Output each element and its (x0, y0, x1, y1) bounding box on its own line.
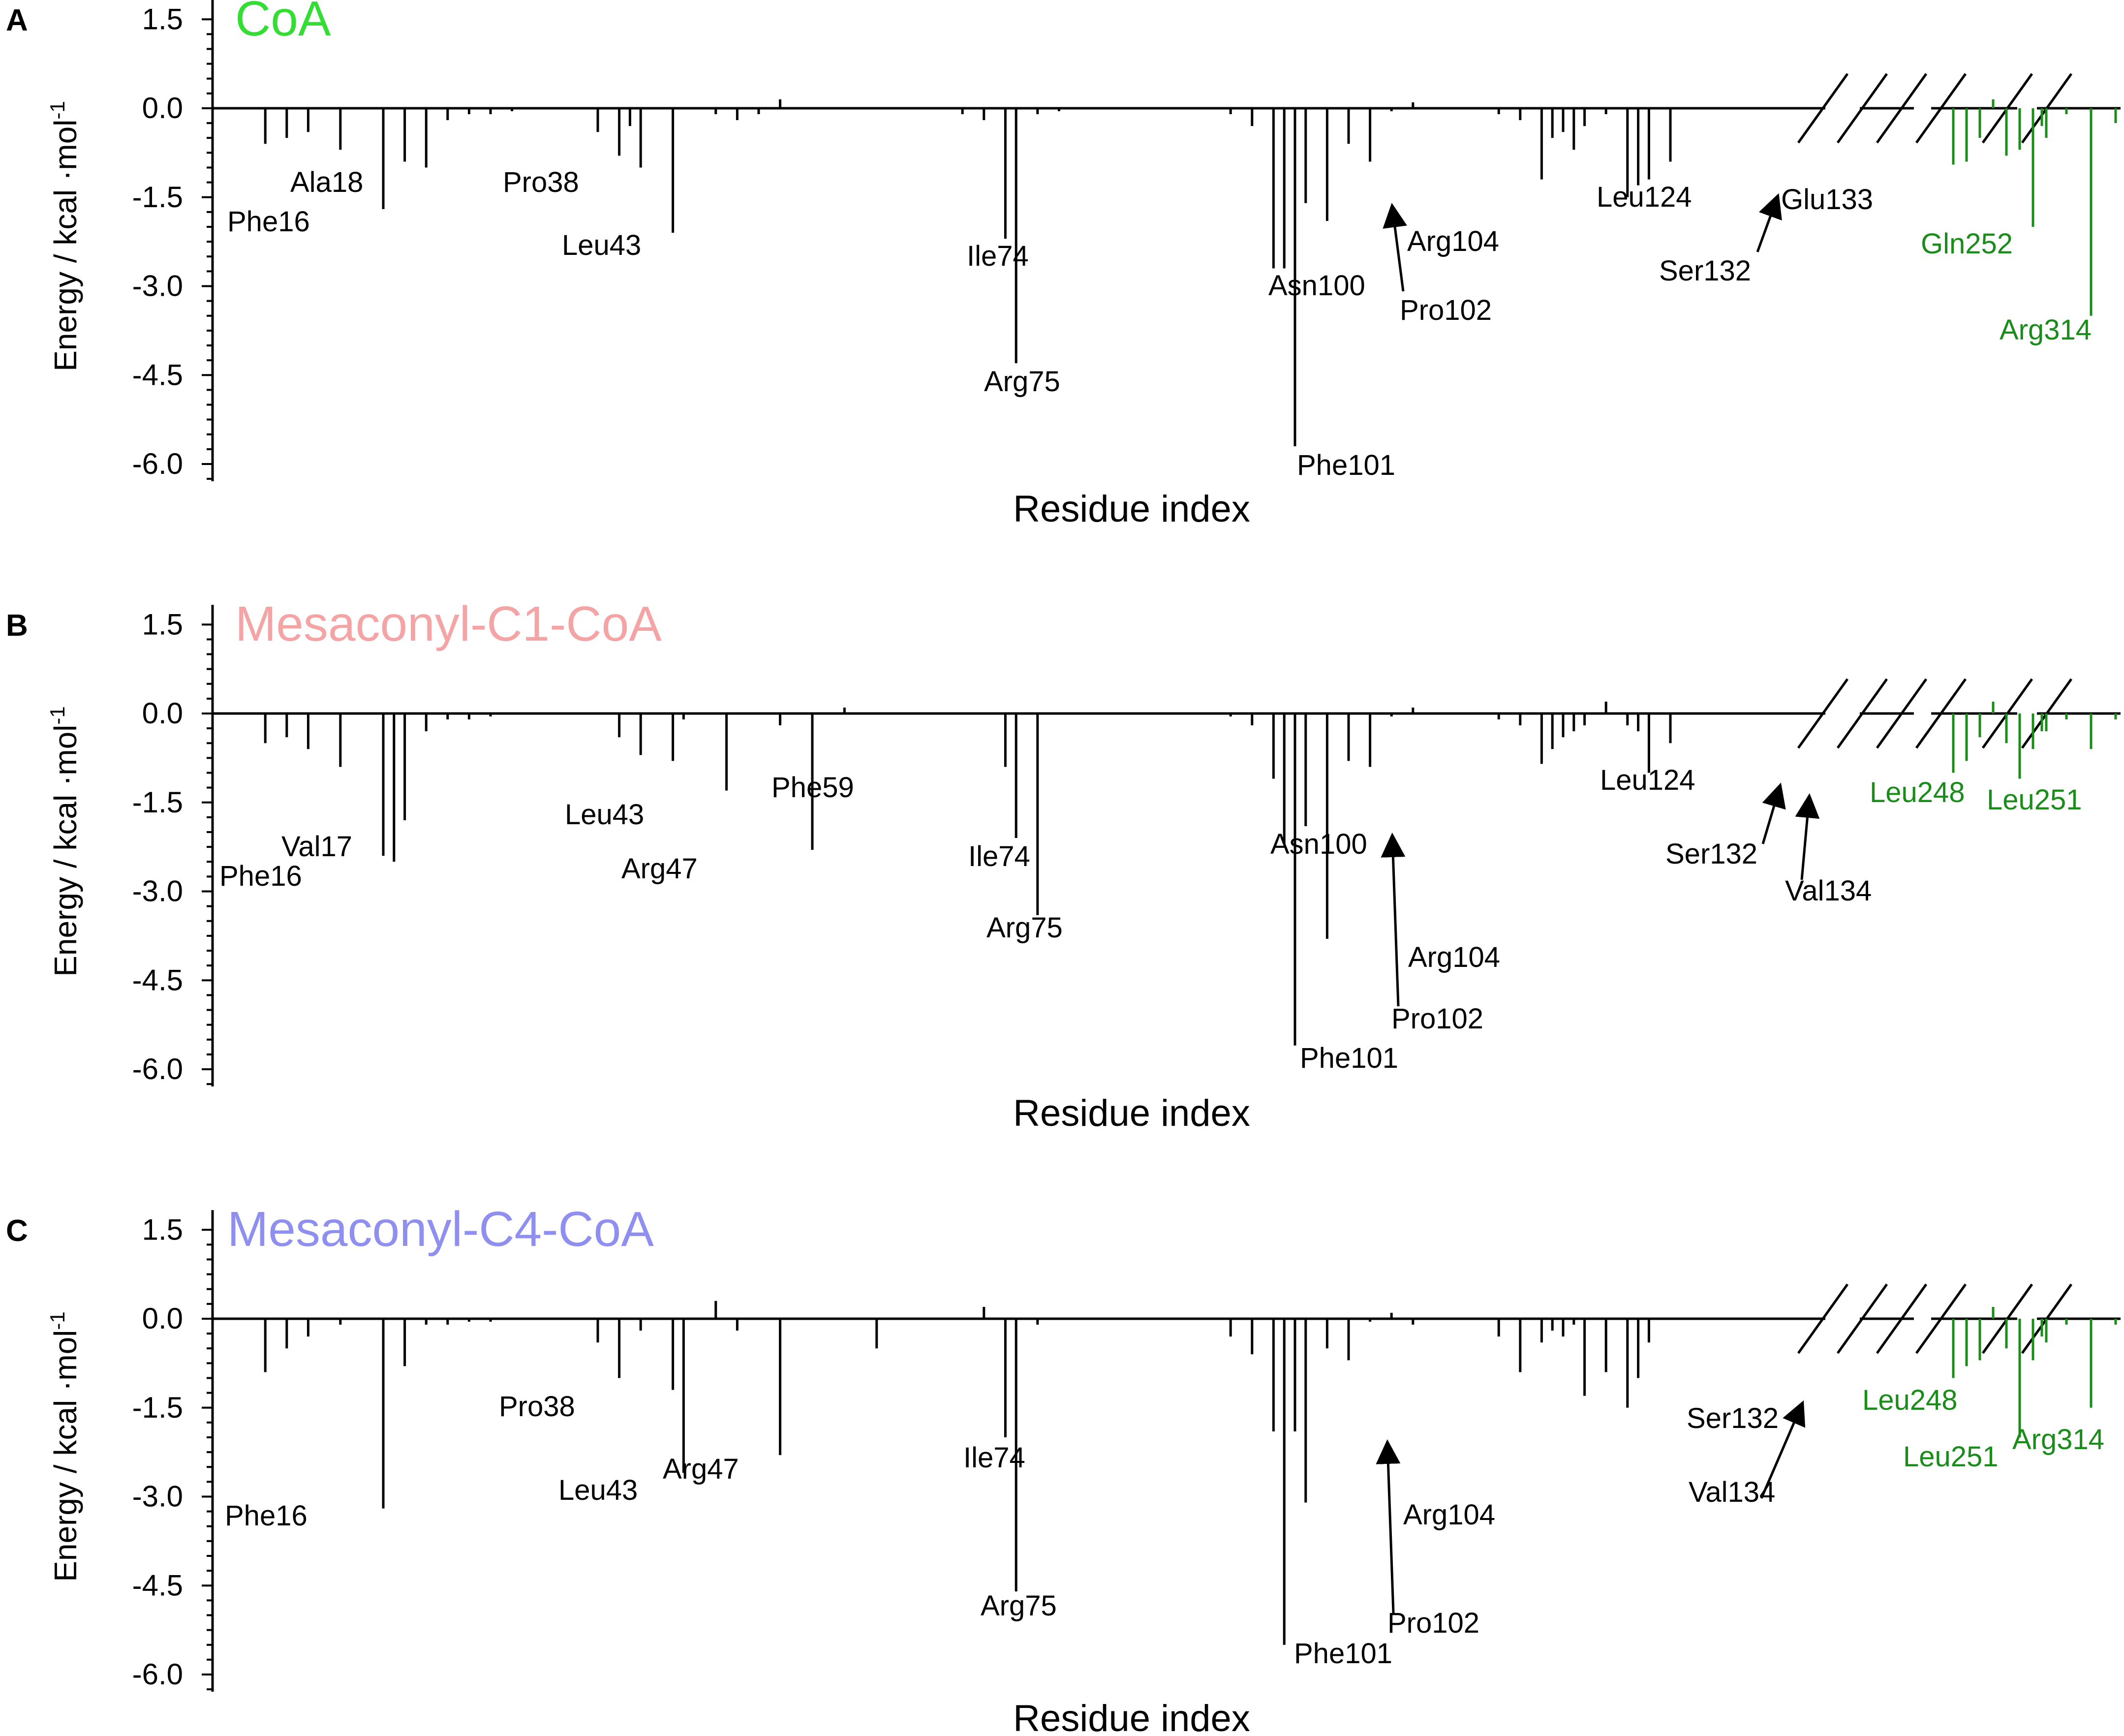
label-arrow (1376, 1439, 1401, 1613)
chart-title: Mesaconyl-C1-CoA (235, 596, 662, 651)
residue-label: Arg314 (2000, 314, 2092, 346)
residue-label: Leu43 (565, 799, 644, 831)
residue-label: Arg104 (1407, 225, 1499, 257)
residue-label: Pro38 (499, 1391, 575, 1423)
residue-label: Glu133 (1781, 184, 1873, 216)
residue-label: Phe16 (227, 206, 310, 238)
axis-break-mark (1876, 1283, 1928, 1354)
y-axis-title: Energy / kcal ·mol-1 (46, 101, 83, 372)
residue-label: Phe101 (1300, 1042, 1398, 1074)
axis-break-mark (1836, 678, 1888, 749)
residue-label: Arg47 (621, 853, 698, 885)
label-arrow (1761, 782, 1786, 844)
panel-letter: B (6, 609, 28, 643)
residue-label: Leu124 (1597, 181, 1692, 213)
x-axis-title: Residue index (1013, 488, 1250, 530)
residue-label: Ser132 (1687, 1402, 1779, 1434)
residue-label: Pro102 (1387, 1607, 1479, 1639)
label-arrow (1760, 1400, 1806, 1499)
y-tick-label: -6.0 (132, 1053, 183, 1085)
chart-title: Mesaconyl-C4-CoA (227, 1202, 654, 1257)
residue-label: Pro102 (1391, 1003, 1483, 1035)
axis-break-mark (1876, 678, 1928, 749)
residue-label: Val134 (1785, 875, 1872, 907)
y-tick-label: 0.0 (142, 92, 183, 124)
y-tick-label: -1.5 (132, 181, 183, 214)
residue-label: Ala18 (290, 166, 363, 198)
axis-break-mark (1915, 678, 1967, 749)
y-tick-label: -1.5 (132, 1391, 183, 1424)
label-arrow (1381, 833, 1406, 1007)
residue-label: Leu251 (1987, 784, 2082, 816)
residue-label: Val17 (281, 831, 352, 863)
panel-letter: A (6, 3, 28, 37)
y-tick-label: -4.5 (132, 963, 183, 996)
y-tick-label: 1.5 (142, 2, 183, 35)
residue-label: Ile74 (968, 840, 1030, 872)
residue-label: Arg75 (986, 912, 1063, 944)
residue-label: Phe59 (771, 772, 854, 804)
residue-label: Asn100 (1270, 828, 1367, 860)
axis-break-mark (1797, 678, 1849, 749)
residue-label: Ile74 (963, 1442, 1025, 1474)
residue-label: Pro102 (1400, 294, 1492, 326)
axis-break-mark (1797, 73, 1849, 144)
residue-label: Gln252 (1921, 228, 2013, 260)
axis-break-mark (1797, 1283, 1849, 1354)
panel-b: B Mesaconyl-C1-CoA 1.5 0.0 -1.5 -3.0 -4.5 -6.0 E… (6, 596, 2121, 1134)
residue-label: Arg104 (1403, 1499, 1495, 1531)
residue-label: Ser132 (1665, 838, 1757, 870)
residue-label: Leu43 (562, 229, 641, 261)
y-tick-label: -3.0 (132, 270, 183, 303)
axis-break-mark (1915, 1283, 1967, 1354)
label-arrow (1383, 203, 1407, 292)
y-tick-label: -4.5 (132, 1569, 183, 1602)
residue-label: Leu124 (1600, 764, 1695, 796)
residue-label: Leu248 (1870, 776, 1965, 808)
y-tick-label: 1.5 (142, 608, 183, 641)
residue-label: Phe16 (219, 860, 302, 892)
y-tick-label: -1.5 (132, 786, 183, 819)
residue-label: Ile74 (967, 240, 1029, 272)
residue-label: Phe16 (225, 1500, 308, 1532)
axis-break-mark (1876, 73, 1928, 144)
axis-break-mark (1836, 1283, 1888, 1354)
residue-label: Leu248 (1862, 1384, 1958, 1416)
panel-c: C Mesaconyl-C4-CoA 1.5 0.0 -1.5 -3.0 -4.5 -6.0 E… (6, 1202, 2121, 1736)
y-tick-label: -3.0 (132, 875, 183, 908)
residue-label: Arg75 (984, 366, 1060, 398)
y-tick-label: 1.5 (142, 1213, 183, 1246)
label-arrow (1756, 193, 1782, 252)
y-tick-label: -3.0 (132, 1480, 183, 1513)
y-tick-label: -6.0 (132, 1658, 183, 1691)
axis-break-mark (1915, 73, 1967, 144)
residue-label: Leu251 (1903, 1441, 1999, 1473)
y-tick-label: -4.5 (132, 358, 183, 391)
residue-label: Val134 (1689, 1476, 1775, 1508)
residue-label: Phe101 (1297, 449, 1395, 481)
y-axis-title: Energy / kcal ·mol-1 (46, 1311, 83, 1582)
chart-title: CoA (235, 0, 331, 46)
residue-label: Phe101 (1294, 1638, 1392, 1670)
x-axis-title: Residue index (1013, 1698, 1250, 1736)
label-arrow (1795, 793, 1820, 880)
y-axis-title: Energy / kcal ·mol-1 (46, 706, 83, 977)
residue-label: Asn100 (1268, 270, 1365, 302)
y-tick-label: 0.0 (142, 697, 183, 730)
residue-label: Arg104 (1408, 941, 1500, 973)
residue-label: Pro38 (503, 166, 579, 198)
y-tick-label: 0.0 (142, 1302, 183, 1335)
residue-label: Arg75 (981, 1590, 1057, 1622)
residue-label: Arg47 (663, 1453, 739, 1485)
residue-label: Ser132 (1659, 255, 1751, 287)
panel-a: A CoA 1.5 0.0 -1.5 -3.0 -4.5 -6.0 Energy / kcal … (6, 0, 2121, 530)
x-axis-title: Residue index (1013, 1092, 1250, 1134)
axis-break-mark (1836, 73, 1888, 144)
panel-letter: C (6, 1214, 28, 1248)
residue-label: Arg314 (2012, 1424, 2104, 1456)
y-tick-label: -6.0 (132, 447, 183, 480)
residue-label: Leu43 (558, 1474, 638, 1506)
